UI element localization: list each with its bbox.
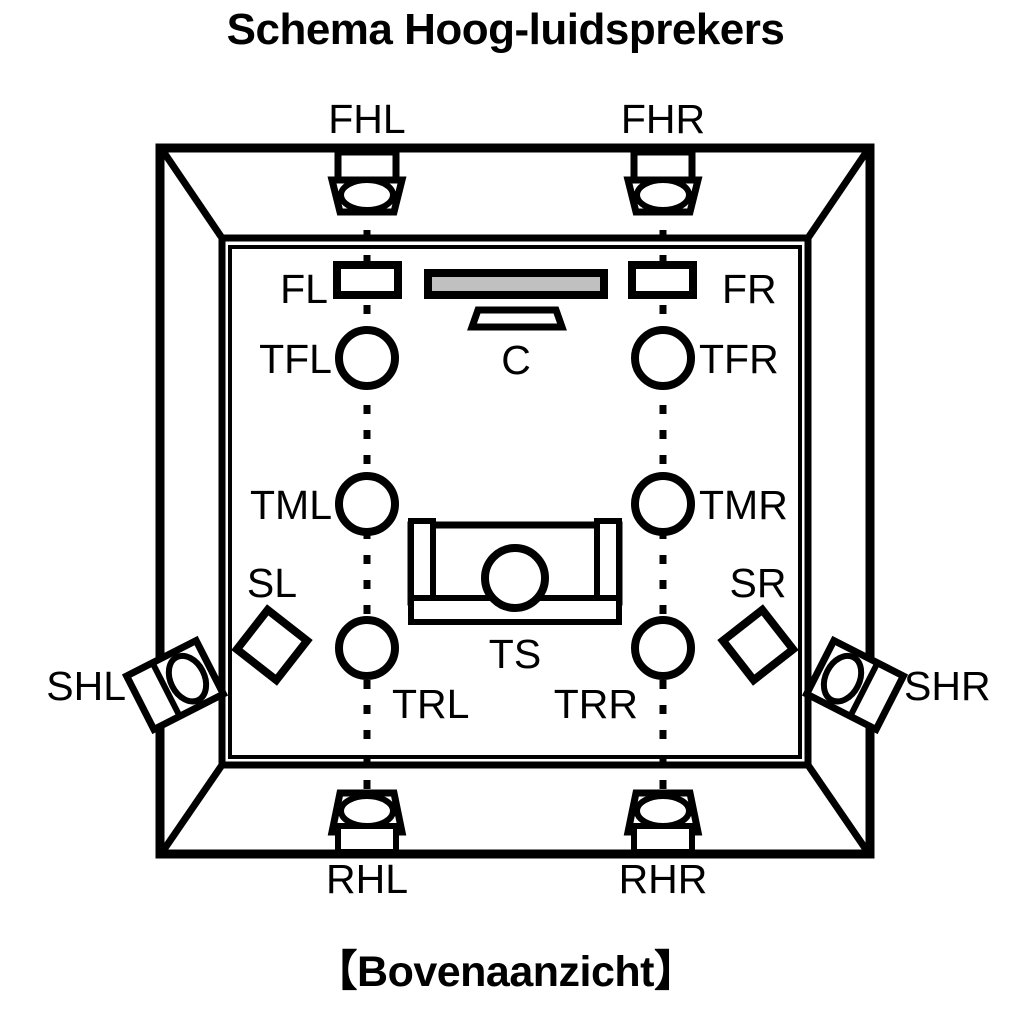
speaker-label-fhl: FHL — [328, 96, 405, 142]
speaker-label-rhr: RHR — [619, 856, 708, 902]
speaker-fl[interactable] — [333, 261, 402, 299]
speaker-fr[interactable] — [628, 261, 697, 299]
furniture-sofa-ts — [407, 518, 623, 625]
speaker-label-tfl: TFL — [259, 336, 332, 382]
room-inner-floor — [218, 234, 812, 769]
speaker-driver-icon — [338, 177, 396, 213]
sofa-armrest-right — [594, 518, 622, 605]
sofa-armrest-left — [408, 518, 436, 605]
speaker-label-fr: FR — [722, 266, 777, 312]
speaker-label-trl: TRL — [392, 681, 469, 727]
speaker-trr[interactable] — [631, 616, 695, 680]
speaker-label-fl: FL — [280, 266, 328, 312]
speaker-label-trr: TRR — [554, 681, 638, 727]
speaker-trl[interactable] — [335, 616, 399, 680]
room-corner-diagonals — [160, 149, 870, 853]
speaker-label-rhl: RHL — [326, 856, 408, 902]
speaker-rhr[interactable] — [623, 789, 703, 855]
speaker-tml[interactable] — [335, 472, 399, 536]
display-screen — [424, 269, 608, 299]
speaker-rhl[interactable] — [327, 789, 407, 855]
speaker-tfl[interactable] — [335, 326, 399, 390]
speaker-driver-icon — [634, 793, 692, 829]
speaker-shl[interactable] — [121, 635, 229, 735]
speaker-label-sr: SR — [730, 560, 787, 606]
speaker-label-sl: SL — [247, 560, 297, 606]
speaker-label-shl: SHL — [46, 663, 126, 709]
speaker-sr[interactable] — [717, 604, 799, 686]
speaker-driver-icon — [634, 177, 692, 213]
view-caption: 【Bovenaanzicht】 — [314, 947, 697, 996]
speaker-tmr[interactable] — [631, 472, 695, 536]
speaker-driver-icon — [338, 793, 396, 829]
speaker-driver-icon — [165, 652, 210, 705]
room-outer-walls — [155, 143, 875, 859]
page-title: Schema Hoog-luidsprekers — [226, 5, 785, 54]
speaker-label-c: C — [501, 337, 531, 383]
speaker-label-tmr: TMR — [699, 482, 788, 528]
speaker-label-tfr: TFR — [699, 336, 779, 382]
speaker-shr[interactable] — [801, 635, 909, 735]
speaker-sl[interactable] — [231, 604, 313, 686]
speaker-fhr[interactable] — [623, 148, 703, 216]
speaker-label-shr: SHR — [904, 663, 991, 709]
speaker-driver-icon — [820, 652, 865, 705]
speaker-c[interactable] — [467, 306, 567, 331]
listener-head-icon — [481, 544, 549, 612]
speaker-label-tml: TML — [250, 482, 332, 528]
speaker-tfr[interactable] — [631, 326, 695, 390]
speaker-fhl[interactable] — [327, 148, 407, 216]
speaker-label-fhr: FHR — [621, 96, 705, 142]
furniture-label-ts: TS — [489, 631, 541, 677]
